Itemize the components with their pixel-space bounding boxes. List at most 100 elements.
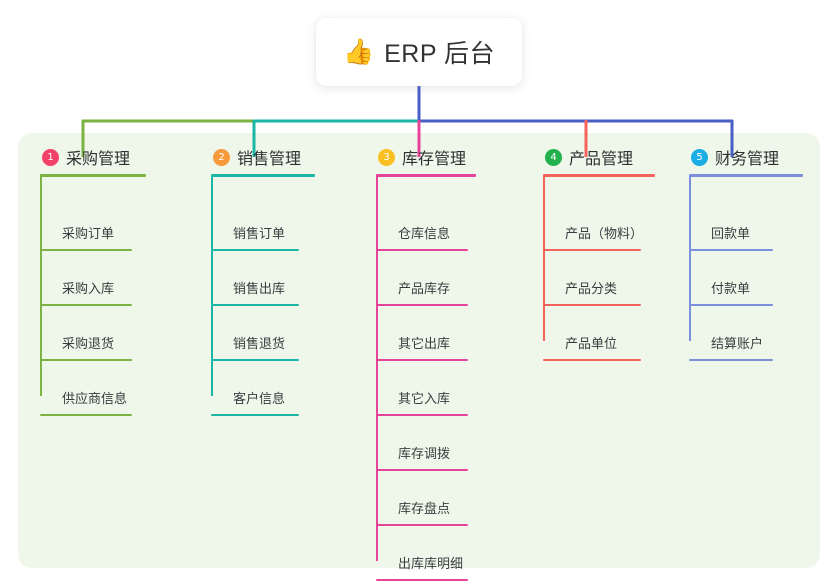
leaf-node[interactable]: 客户信息 bbox=[211, 361, 315, 416]
leaf-node[interactable]: 库存盘点 bbox=[376, 471, 476, 526]
branch-header-rule-3 bbox=[376, 174, 476, 177]
leaf-node-rule bbox=[689, 359, 773, 361]
leaf-node[interactable]: 采购入库 bbox=[40, 251, 146, 306]
leaf-node-label: 采购订单 bbox=[62, 226, 115, 241]
branch-column-2: 2 销售管理销售订单销售出库销售退货客户信息 bbox=[211, 145, 315, 416]
leaf-node-label: 其它入库 bbox=[398, 391, 451, 406]
branch-items-3: 仓库信息产品库存其它出库其它入库库存调拨库存盘点出库库明细 bbox=[376, 176, 476, 581]
branch-spine-1 bbox=[40, 176, 42, 396]
branch-spine-3 bbox=[376, 176, 378, 561]
leaf-node-rule bbox=[40, 249, 132, 251]
leaf-node-rule bbox=[543, 304, 641, 306]
leaf-node-label: 销售出库 bbox=[233, 281, 286, 296]
leaf-node[interactable]: 仓库信息 bbox=[376, 196, 476, 251]
root-node-content: 👍 ERP 后台 bbox=[343, 34, 495, 70]
leaf-node-label: 供应商信息 bbox=[62, 391, 128, 406]
branch-header-1[interactable]: 1 采购管理 bbox=[40, 145, 146, 169]
leaf-node-label: 出库库明细 bbox=[398, 556, 464, 571]
leaf-node-label: 客户信息 bbox=[233, 391, 286, 406]
leaf-node-label: 库存调拨 bbox=[398, 446, 451, 461]
leaf-node-label: 库存盘点 bbox=[398, 501, 451, 516]
leaf-node[interactable]: 产品单位 bbox=[543, 306, 655, 361]
branch-header-rule-1 bbox=[40, 174, 146, 177]
leaf-node[interactable]: 其它入库 bbox=[376, 361, 476, 416]
leaf-node-label: 销售退货 bbox=[233, 336, 286, 351]
leaf-node-rule bbox=[376, 304, 468, 306]
leaf-node-rule bbox=[376, 524, 468, 526]
diagram-background-panel bbox=[18, 133, 820, 568]
leaf-node-rule bbox=[211, 249, 299, 251]
branch-badge-4: 4 bbox=[545, 148, 562, 166]
branch-header-rule-5 bbox=[689, 174, 803, 177]
leaf-node[interactable]: 库存调拨 bbox=[376, 416, 476, 471]
leaf-node-rule bbox=[376, 414, 468, 416]
leaf-node[interactable]: 其它出库 bbox=[376, 306, 476, 361]
leaf-node-label: 仓库信息 bbox=[398, 226, 451, 241]
leaf-node-label: 其它出库 bbox=[398, 336, 451, 351]
root-node-title: ERP 后台 bbox=[384, 40, 496, 68]
branch-column-1: 1 采购管理采购订单采购入库采购退货供应商信息 bbox=[40, 145, 146, 416]
leaf-node[interactable]: 销售订单 bbox=[211, 196, 315, 251]
leaf-node[interactable]: 销售退货 bbox=[211, 306, 315, 361]
leaf-node[interactable]: 产品库存 bbox=[376, 251, 476, 306]
root-node[interactable]: 👍 ERP 后台 bbox=[316, 18, 522, 86]
leaf-node[interactable]: 出库库明细 bbox=[376, 526, 476, 581]
leaf-node-rule bbox=[376, 359, 468, 361]
leaf-node[interactable]: 供应商信息 bbox=[40, 361, 146, 416]
leaf-node-label: 付款单 bbox=[711, 281, 751, 296]
branch-column-4: 4 产品管理产品（物料） 产品分类产品单位 bbox=[543, 145, 655, 361]
leaf-node-label: 结算账户 bbox=[711, 336, 764, 351]
branch-badge-5: 5 bbox=[691, 148, 708, 166]
leaf-node-label: 采购退货 bbox=[62, 336, 115, 351]
leaf-node-label: 产品分类 bbox=[565, 281, 618, 296]
branch-items-4: 产品（物料） 产品分类产品单位 bbox=[543, 176, 655, 361]
branch-title-3: 库存管理 bbox=[402, 151, 467, 168]
leaf-node[interactable]: 产品（物料） bbox=[543, 196, 655, 251]
branch-header-rule-2 bbox=[211, 174, 315, 177]
leaf-node-rule bbox=[689, 249, 773, 251]
leaf-node-rule bbox=[211, 359, 299, 361]
branch-header-5[interactable]: 5 财务管理 bbox=[689, 145, 803, 169]
leaf-node-rule bbox=[543, 359, 641, 361]
leaf-node-rule bbox=[376, 579, 468, 581]
branch-header-2[interactable]: 2 销售管理 bbox=[211, 145, 315, 169]
leaf-node-label: 产品库存 bbox=[398, 281, 451, 296]
leaf-node[interactable]: 付款单 bbox=[689, 251, 803, 306]
leaf-node-rule bbox=[543, 249, 641, 251]
branch-header-4[interactable]: 4 产品管理 bbox=[543, 145, 655, 169]
leaf-node-rule bbox=[40, 359, 132, 361]
leaf-node[interactable]: 产品分类 bbox=[543, 251, 655, 306]
branch-column-5: 5 财务管理回款单付款单结算账户 bbox=[689, 145, 803, 361]
leaf-node[interactable]: 采购订单 bbox=[40, 196, 146, 251]
leaf-node-rule bbox=[211, 304, 299, 306]
branch-column-3: 3 库存管理仓库信息产品库存其它出库其它入库库存调拨库存盘点出库库明细 bbox=[376, 145, 476, 581]
leaf-node-label: 回款单 bbox=[711, 226, 751, 241]
branch-header-rule-4 bbox=[543, 174, 655, 177]
branch-badge-1: 1 bbox=[42, 148, 59, 166]
branch-title-2: 销售管理 bbox=[237, 151, 302, 168]
thumbs-up-icon: 👍 bbox=[342, 37, 375, 66]
leaf-node-label: 产品（物料） bbox=[565, 226, 644, 241]
branch-title-5: 财务管理 bbox=[715, 151, 780, 168]
branch-spine-2 bbox=[211, 176, 213, 396]
leaf-node-rule bbox=[40, 414, 132, 416]
leaf-node[interactable]: 销售出库 bbox=[211, 251, 315, 306]
leaf-node-rule bbox=[376, 469, 468, 471]
leaf-node[interactable]: 回款单 bbox=[689, 196, 803, 251]
leaf-node[interactable]: 采购退货 bbox=[40, 306, 146, 361]
branch-items-2: 销售订单销售出库销售退货客户信息 bbox=[211, 176, 315, 416]
leaf-node-label: 销售订单 bbox=[233, 226, 286, 241]
leaf-node-rule bbox=[211, 414, 299, 416]
leaf-node[interactable]: 结算账户 bbox=[689, 306, 803, 361]
branch-spine-5 bbox=[689, 176, 691, 341]
branch-badge-3: 3 bbox=[378, 148, 395, 166]
branch-badge-2: 2 bbox=[213, 148, 230, 166]
branch-header-3[interactable]: 3 库存管理 bbox=[376, 145, 476, 169]
branch-title-4: 产品管理 bbox=[569, 151, 634, 168]
leaf-node-label: 采购入库 bbox=[62, 281, 115, 296]
branch-title-1: 采购管理 bbox=[66, 151, 131, 168]
branch-items-5: 回款单付款单结算账户 bbox=[689, 176, 803, 361]
branch-items-1: 采购订单采购入库采购退货供应商信息 bbox=[40, 176, 146, 416]
